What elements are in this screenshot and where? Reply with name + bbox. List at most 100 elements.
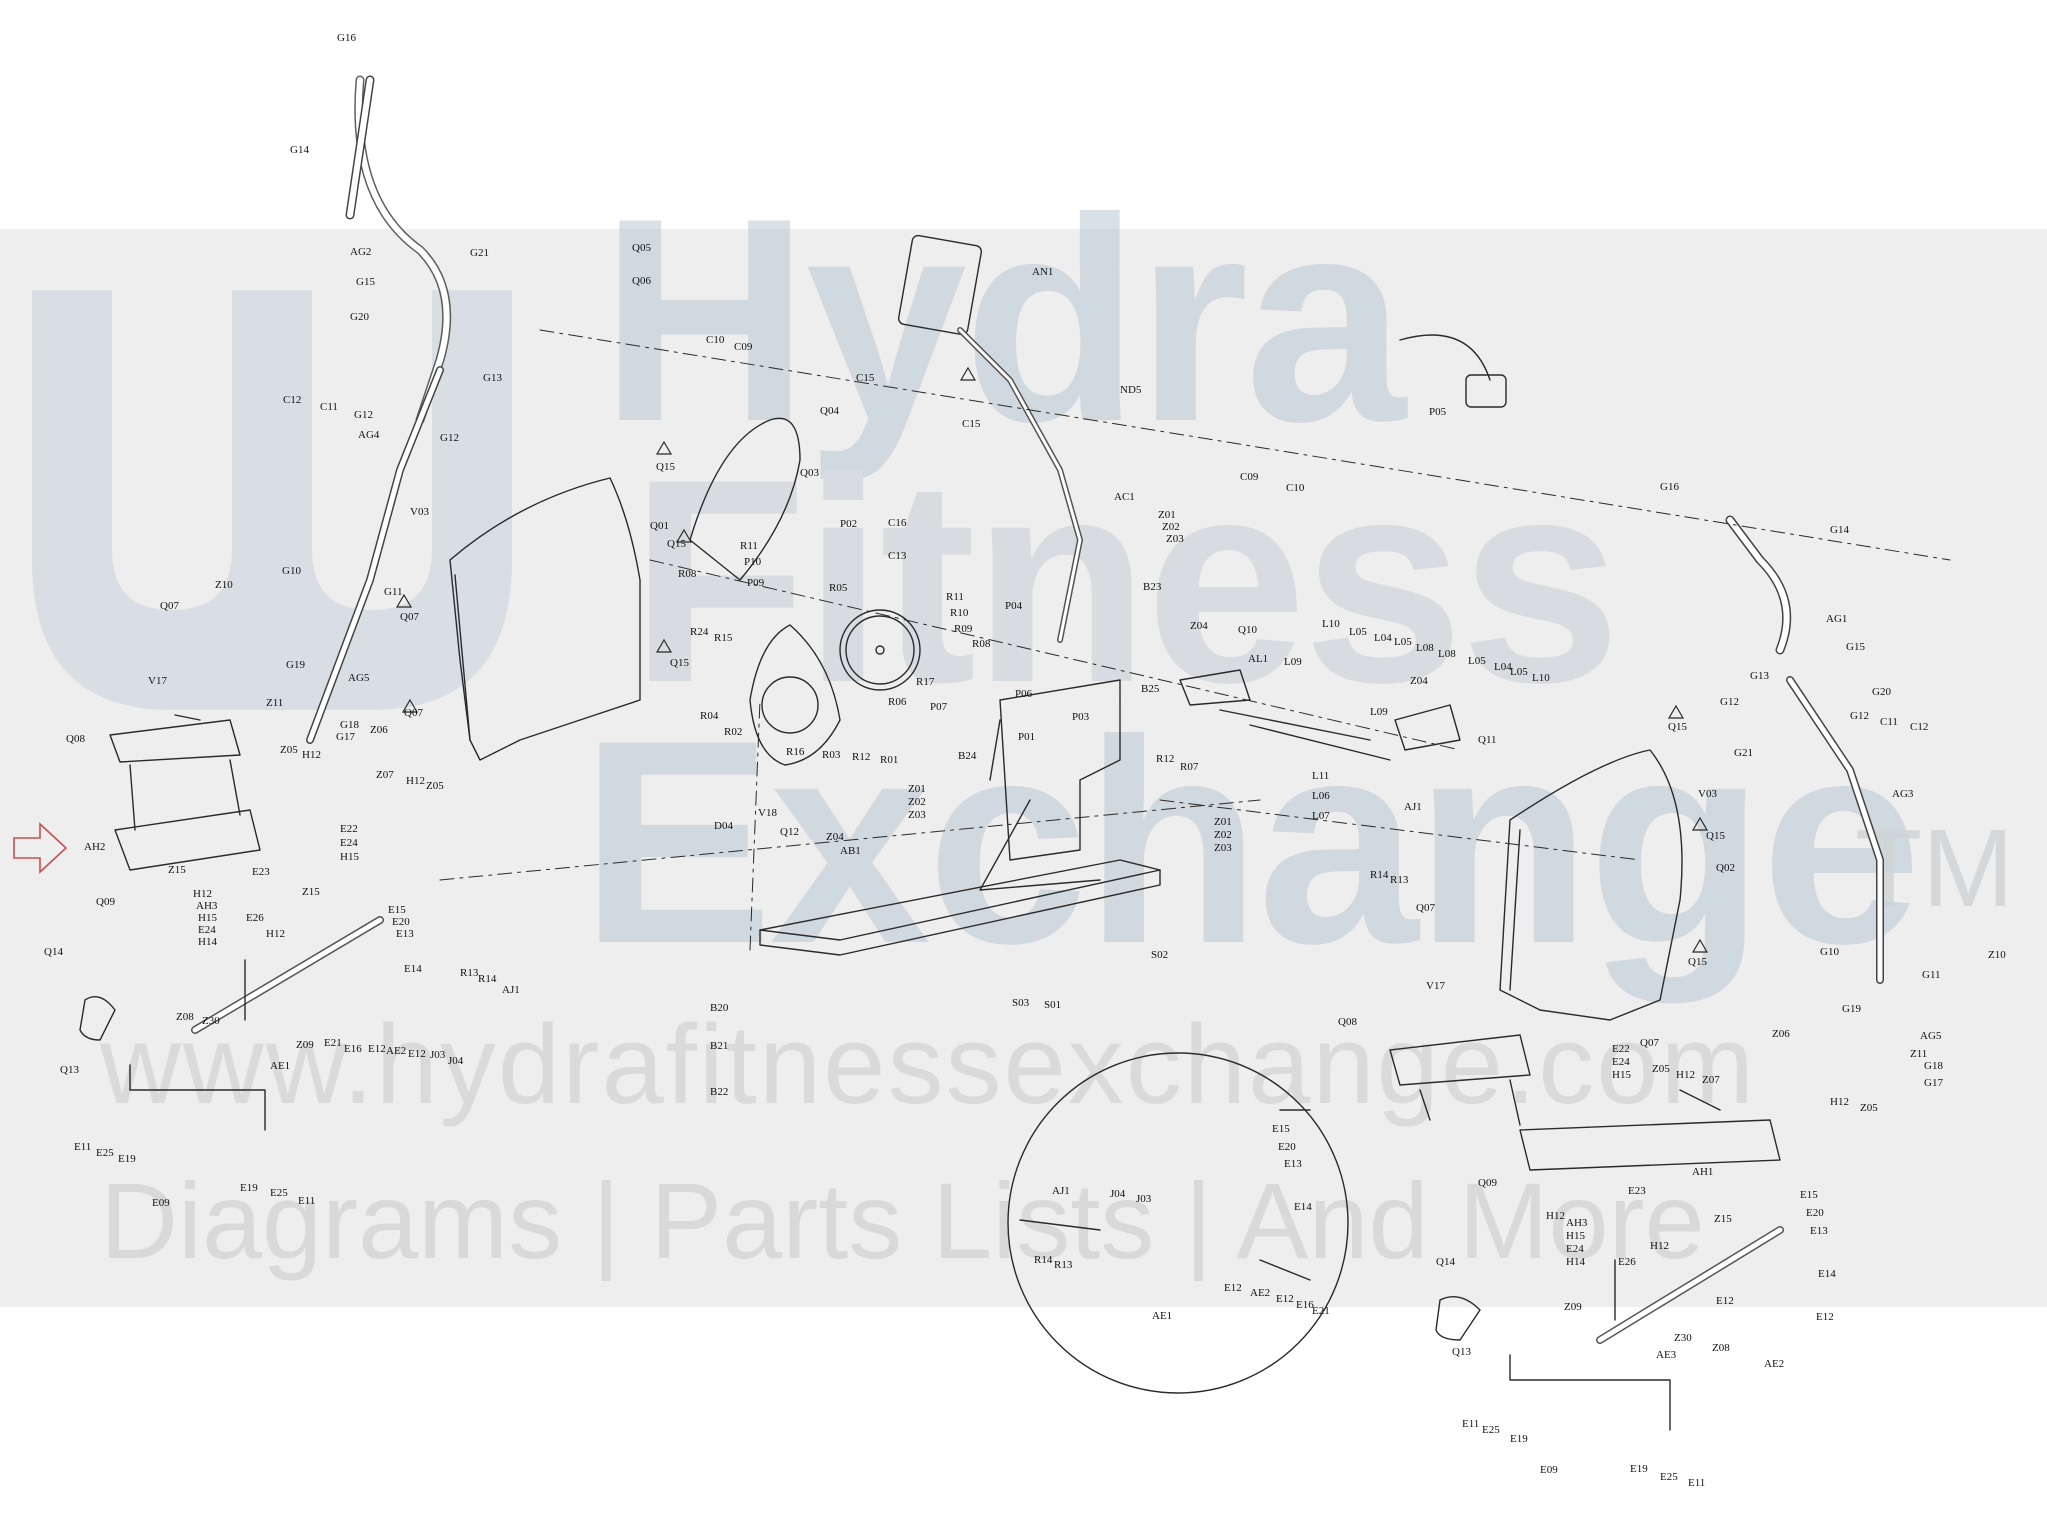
part-label: Z10 [1988, 949, 2006, 961]
part-label: Z04 [826, 831, 844, 843]
part-label: P06 [1015, 688, 1033, 700]
part-label: L05 [1349, 626, 1367, 638]
part-label: G12 [1850, 710, 1869, 722]
part-label: AG5 [1920, 1030, 1942, 1042]
part-label: H15 [1612, 1069, 1631, 1081]
part-label: L06 [1312, 790, 1330, 802]
part-label: Z04 [1410, 675, 1428, 687]
part-label: AE1 [270, 1060, 291, 1072]
part-label: R13 [460, 967, 479, 979]
part-label: R02 [724, 726, 743, 738]
part-label: R09 [954, 623, 973, 635]
indicator-arrow-icon [13, 822, 68, 874]
warning-triangle-icon [655, 440, 673, 455]
part-label: AE1 [1152, 1310, 1173, 1322]
part-label: B21 [710, 1040, 729, 1052]
part-label: AE3 [1656, 1349, 1677, 1361]
part-label: Z09 [296, 1039, 314, 1051]
part-label: C12 [283, 394, 302, 406]
part-label: AG5 [348, 672, 370, 684]
part-label: Q07 [1416, 902, 1435, 914]
warning-triangle-icon [395, 593, 413, 608]
part-label: R14 [1034, 1254, 1053, 1266]
part-label: AE2 [1250, 1287, 1271, 1299]
part-label: R03 [822, 749, 841, 761]
part-label: E09 [1540, 1464, 1558, 1476]
part-label: AE2 [386, 1045, 407, 1057]
part-label: AN1 [1032, 266, 1054, 278]
part-label: G15 [1846, 641, 1865, 653]
part-label: R14 [478, 973, 497, 985]
part-label: G11 [1922, 969, 1941, 981]
part-label: E13 [1284, 1158, 1302, 1170]
part-label: R08 [972, 638, 991, 650]
part-label: E13 [1810, 1225, 1828, 1237]
part-label: L09 [1284, 656, 1302, 668]
part-label: Z07 [1702, 1074, 1720, 1086]
part-label: Z05 [1652, 1063, 1670, 1075]
part-label: Q02 [1716, 862, 1735, 874]
flywheel [839, 609, 921, 691]
part-label: R06 [888, 696, 907, 708]
part-label: E24 [1612, 1056, 1630, 1068]
part-label: G16 [1660, 481, 1679, 493]
left-wheel-cover-Q13 [79, 996, 116, 1041]
power-adapter [1465, 374, 1507, 408]
part-label: G12 [354, 409, 373, 421]
part-label: Q07 [160, 600, 179, 612]
part-label: Q15 [656, 461, 675, 473]
part-label: AJ1 [502, 984, 520, 996]
part-label: E16 [1296, 1299, 1314, 1311]
part-label: Z05 [280, 744, 298, 756]
right-arm-tube [1786, 676, 1884, 984]
part-label: C11 [320, 401, 338, 413]
part-label: Q11 [1478, 734, 1497, 746]
part-label: E25 [96, 1147, 114, 1159]
part-label: E11 [74, 1141, 92, 1153]
part-label: G21 [470, 247, 489, 259]
part-label: E26 [1618, 1256, 1636, 1268]
part-label: C15 [962, 418, 981, 430]
part-label: R17 [916, 676, 935, 688]
main-frame [999, 679, 1121, 861]
part-label: AH1 [1692, 1166, 1714, 1178]
part-label: Q14 [44, 946, 63, 958]
part-label: Q09 [96, 896, 115, 908]
part-label: L10 [1322, 618, 1340, 630]
front-cover [689, 417, 801, 581]
left-pedal-arm-AH2 [114, 809, 261, 871]
left-pedal-Q08 [109, 719, 241, 763]
part-label: AE2 [1764, 1358, 1785, 1370]
warning-triangle-icon [1691, 938, 1709, 953]
part-label: E11 [1688, 1477, 1706, 1489]
part-label: L05 [1510, 666, 1528, 678]
watermark-tagline: Diagrams | Parts Lists | And More [100, 1160, 1705, 1281]
detail-callout-circle [1007, 1052, 1349, 1394]
part-label: G10 [282, 565, 301, 577]
part-label: R08 [678, 568, 697, 580]
part-label: Z08 [176, 1011, 194, 1023]
part-label: E15 [1800, 1189, 1818, 1201]
part-label: E19 [118, 1153, 136, 1165]
right-wheel-cover-Q13 [1435, 1296, 1481, 1341]
part-label: Q05 [632, 242, 651, 254]
part-label: R16 [786, 746, 805, 758]
part-label: C09 [734, 341, 753, 353]
part-label: H12 [1830, 1096, 1849, 1108]
warning-triangle-icon [655, 638, 673, 653]
part-label: P02 [840, 518, 858, 530]
part-label: AG1 [1826, 613, 1848, 625]
part-label: Z15 [1714, 1213, 1732, 1225]
rear-slide-assembly [1179, 669, 1461, 751]
part-label: L11 [1312, 770, 1330, 782]
part-label: S01 [1044, 999, 1062, 1011]
part-label: ND5 [1120, 384, 1142, 396]
part-label: L08 [1416, 642, 1434, 654]
part-label: R24 [690, 626, 709, 638]
part-label: P07 [930, 701, 948, 713]
part-label: AG4 [358, 429, 380, 441]
part-label: H12 [406, 775, 425, 787]
part-label: Z02 [908, 796, 926, 808]
part-label: R01 [880, 754, 899, 766]
part-label: H12 [1546, 1210, 1565, 1222]
